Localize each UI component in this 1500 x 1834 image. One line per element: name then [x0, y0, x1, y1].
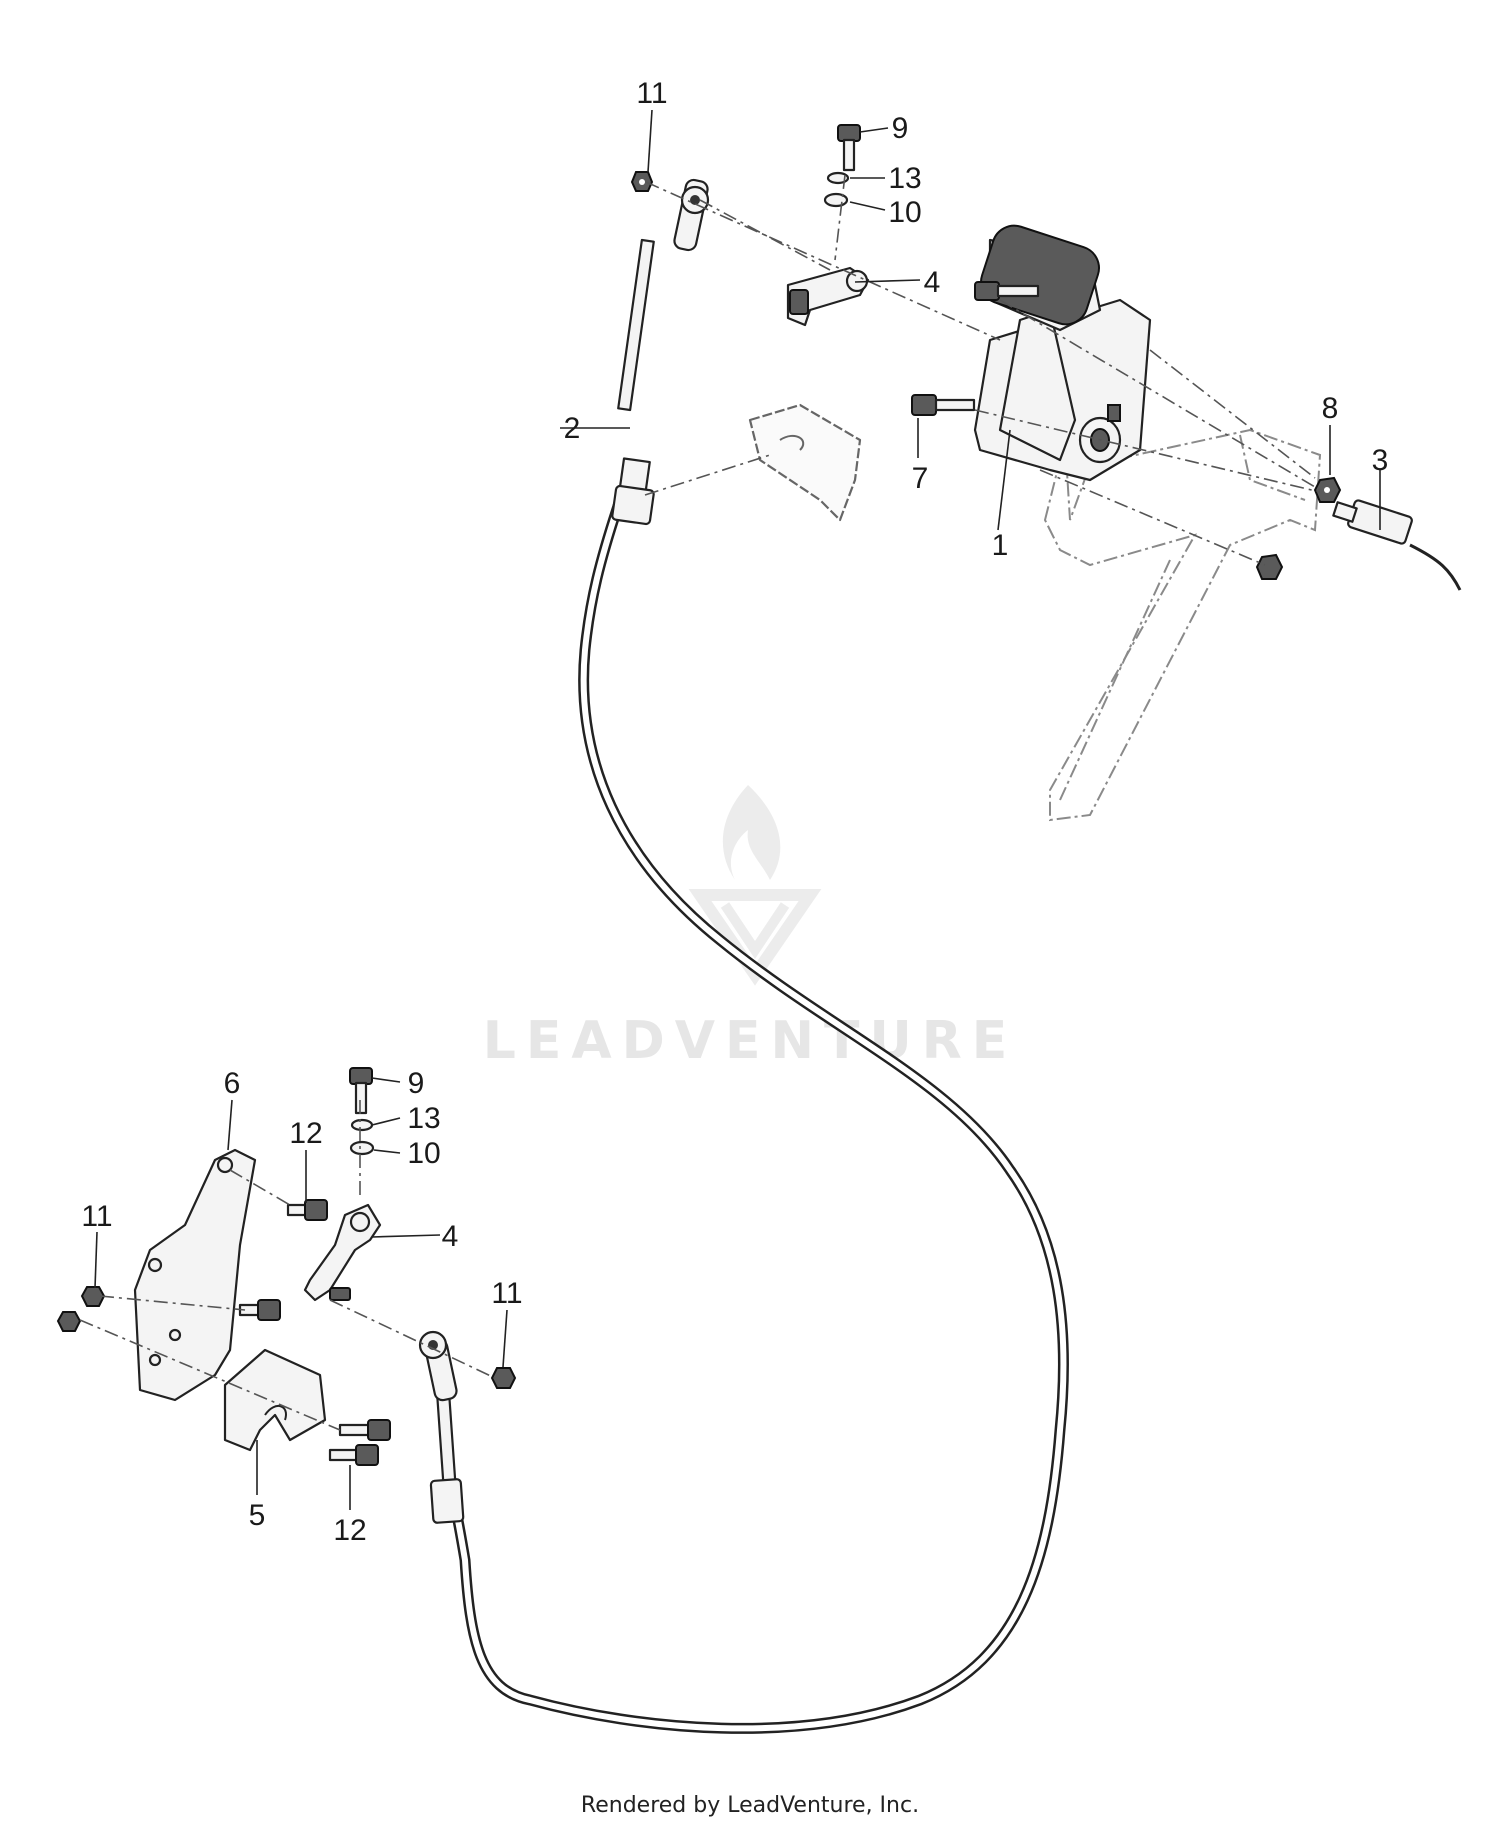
callout-7: 7: [912, 462, 929, 495]
bottom-flat-washer: [349, 1140, 375, 1156]
frame-nut-upper: [1313, 476, 1342, 503]
callout-13-top: 13: [888, 162, 921, 195]
cable-end-nut: [490, 1367, 517, 1389]
callout-11-top: 11: [636, 77, 667, 110]
top-lock-washer: [826, 171, 850, 185]
callout-10-top: 10: [888, 196, 921, 229]
lower-cable-bracket: [223, 1348, 327, 1452]
top-bolt: [837, 124, 861, 172]
top-shift-arm: [786, 266, 870, 327]
callout-9-top: 9: [892, 112, 909, 145]
callout-12-top: 12: [289, 1117, 322, 1150]
footer-credit: Rendered by LeadVenture, Inc.: [581, 1793, 919, 1818]
handle-frame: [1043, 428, 1322, 822]
callout-9-bottom: 9: [408, 1067, 425, 1100]
callout-3: 3: [1372, 444, 1389, 477]
bottom-lock-washer: [350, 1118, 374, 1132]
lower-mounting-plate: [133, 1148, 257, 1402]
callout-6: 6: [224, 1067, 241, 1100]
top-flat-washer: [823, 192, 849, 208]
plate-bolt-middle: [238, 1299, 281, 1321]
bottom-bolt: [349, 1067, 373, 1115]
callout-5: 5: [249, 1499, 266, 1532]
lever-mount-bolt: [911, 394, 976, 416]
bracket-bolt-right: [338, 1419, 391, 1441]
watermark-text: LEADVENTURE: [483, 1011, 1018, 1071]
callout-labels: 1 2 3 4 7 8 9 13 10 11 6 12 9 13 10 4 11…: [81, 77, 1388, 1547]
callout-13-bottom: 13: [407, 1102, 440, 1135]
top-cable-bracket: [748, 403, 862, 522]
watermark: LEADVENTURE: [483, 785, 1018, 1071]
top-nut: [630, 171, 654, 192]
callout-11-right: 11: [491, 1277, 522, 1310]
lever-upper-bolt: [974, 281, 1040, 301]
leader-lines: [94, 109, 1381, 1510]
bracket-bolt-bottom: [328, 1444, 379, 1466]
plate-bolt-upper: [286, 1199, 328, 1221]
watermark-flame-icon: [688, 785, 822, 986]
callout-4-top: 4: [924, 266, 941, 299]
callout-10-bottom: 10: [407, 1137, 440, 1170]
callout-8: 8: [1322, 392, 1339, 425]
plate-nut-left-lower: [56, 1311, 82, 1332]
bottom-shift-arm: [303, 1203, 382, 1302]
callout-11-left: 11: [81, 1200, 112, 1233]
callout-1: 1: [992, 529, 1009, 562]
control-lever-assembly: [973, 224, 1152, 482]
callout-4-bottom: 4: [442, 1220, 459, 1253]
plate-nut-left-upper: [80, 1286, 106, 1307]
frame-nut-lower: [1255, 553, 1284, 580]
assembly-lines: [79, 174, 1321, 1431]
sensor-switch: [1332, 499, 1462, 591]
control-cable: [418, 178, 1069, 1734]
callout-12-bottom: 12: [333, 1514, 366, 1547]
callout-2: 2: [564, 412, 581, 445]
